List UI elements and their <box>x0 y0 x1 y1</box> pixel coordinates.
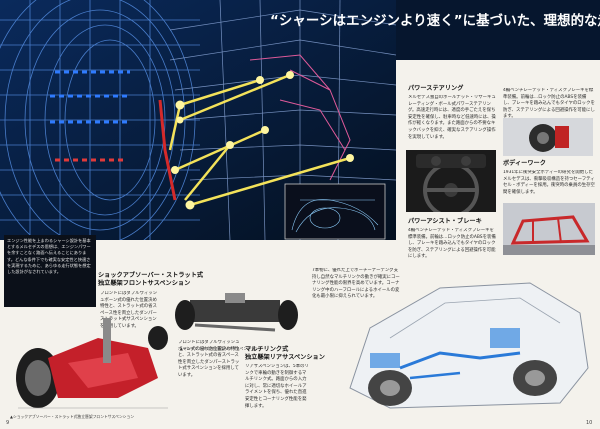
front-suspension-caption: ▲ショックアブソーバー・ストラット式独立懸架フロントサスペンション <box>10 414 135 419</box>
mid-column-text: 7本物に、優れた上でボーチーナーデング支持し自然なマルチリンクの動きが確実にコー… <box>312 268 400 300</box>
brake-detail-text: 4輪ベンチレーテッド・ディスクブレーキを標準装備。前輪は…ロック防止のABSを装… <box>503 88 595 118</box>
power-steering-body: メルセデス独自のボールナット・リサーキュレーティング・ボール式パワーステアリング… <box>408 95 496 140</box>
dashboard-photo <box>406 150 496 212</box>
power-brake-body: 4輪ベンチレーテッド・ディスクブレーキを標準装備。前輪は…ロック防止のABSを装… <box>408 228 496 260</box>
rear-suspension-illustration <box>170 285 305 345</box>
intro-box: エンジン性能を上まわるシャーシ設計を基本とするメルセデスの思想は、エンジンパワー… <box>4 235 96 307</box>
brake-disc-graphic <box>503 118 593 156</box>
rear-suspension-title: マルチリンク式 独立懸架リアサスペンション <box>245 346 325 361</box>
power-brake-title: パワーアシスト・ブレーキ <box>408 218 482 225</box>
wireframe-illustration <box>0 0 396 240</box>
front-suspension-graphic <box>16 318 168 409</box>
front-suspension-illustration <box>8 308 178 420</box>
header-band-right <box>396 0 600 60</box>
red-body-frame-graphic <box>503 203 595 255</box>
page-number-left: 9 <box>6 420 10 426</box>
front-suspension-body: フロントにはダブルウィッシュボーン式の優れた位置決め特性と、ストラット式の省スペ… <box>100 291 158 329</box>
body-work-body: 1931年に衝突安全ボディーの研究を開始したメルセデスは、衝撃吸収構造を持つセー… <box>503 170 595 195</box>
rear-suspension-caption: ▲マルチリンク式独立懸架リアサスペンション <box>180 346 259 351</box>
page-headline: “シャーシはエンジンより速く”に基づいた、理想的な走行安定性。 <box>270 14 600 29</box>
car-cutaway-illustration <box>330 258 598 423</box>
suspension-wireframe-hero <box>0 0 396 240</box>
body-frame-photo <box>503 203 595 255</box>
power-steering-title: パワーステアリング <box>408 85 464 92</box>
steering-wheel-graphic <box>406 150 496 212</box>
front-suspension-title: ショックアブソーバー・ストラット式 独立懸架フロントサスペンション <box>98 272 204 287</box>
rear-suspension-graphic <box>175 293 298 332</box>
car-cutaway-graphic <box>349 282 589 409</box>
page-number-right: 10 <box>586 420 593 426</box>
front-detail-text: フロントにはダブルウィッシュボーン式の優れた位置決め特性と、ストラット式の省スペ… <box>178 340 240 378</box>
brake-photo <box>503 118 593 156</box>
body-work-title: ボディーワーク <box>503 160 546 167</box>
rear-suspension-body: リアサスペンションは、5本のリンクで車輪の動きを制御するマルチリンク式。路面から… <box>245 364 309 409</box>
